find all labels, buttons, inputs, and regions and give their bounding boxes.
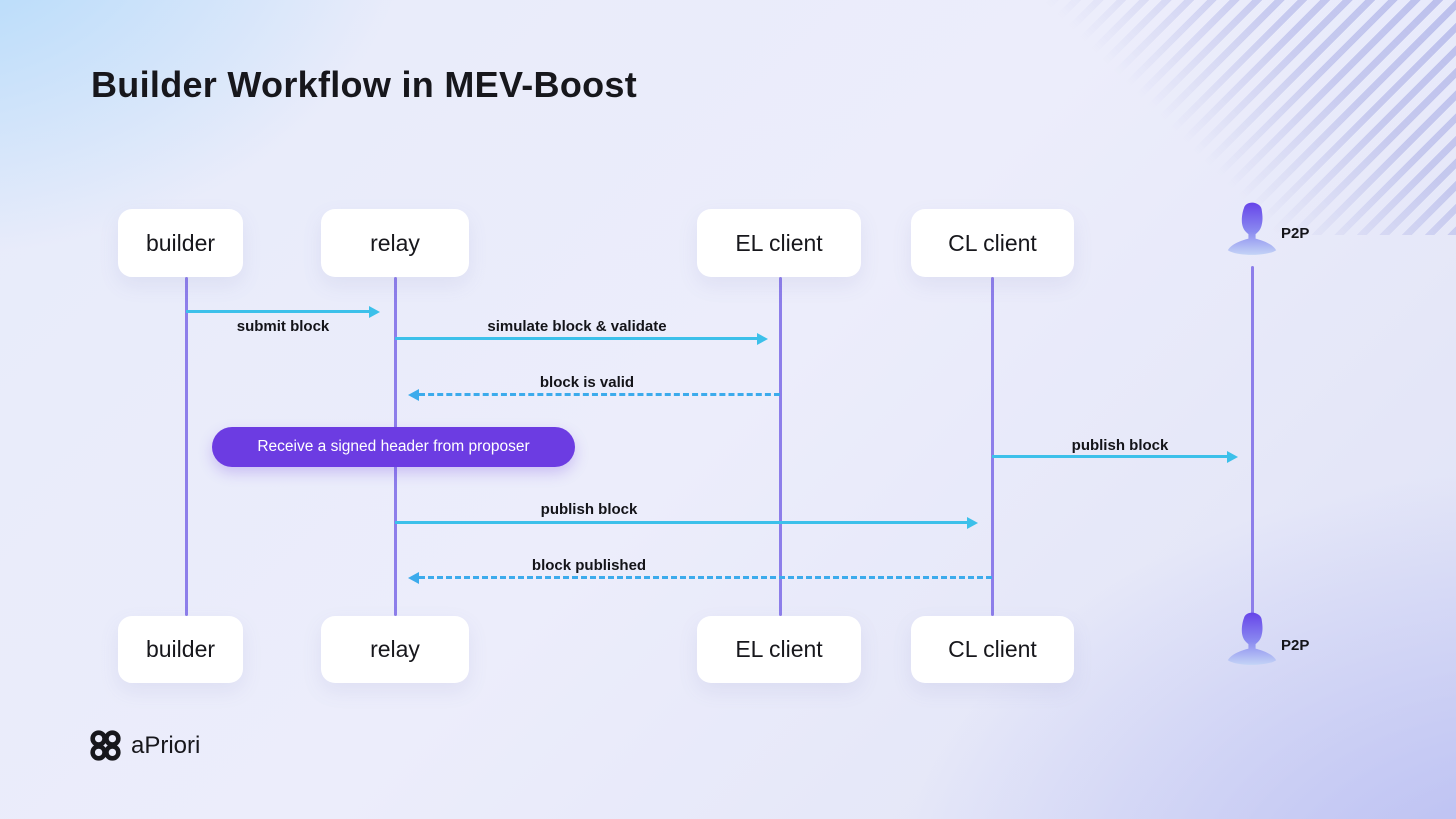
actor-box-cl-client-top: CL client — [911, 209, 1074, 277]
message-arrow-simulate-validate — [395, 333, 768, 345]
p2p-person-icon-bottom — [1227, 612, 1277, 665]
lifeline-builder — [185, 277, 188, 616]
actor-label-builder-top: builder — [145, 229, 216, 256]
actor-box-builder-top: builder — [118, 209, 243, 277]
message-label-simulate-validate: simulate block & validate — [487, 318, 667, 335]
actor-label-relay-bottom: relay — [370, 636, 420, 662]
p2p-label-bottom: P2P — [1281, 637, 1310, 654]
message-label-publish-block: publish block — [540, 501, 638, 518]
corner-stripes-decoration — [1026, 0, 1456, 235]
actor-label-el-client-top: EL client — [735, 229, 823, 256]
actor-label-builder-bottom: builder — [145, 636, 216, 662]
arrowhead-right-icon — [1227, 451, 1238, 463]
message-label-block-published: block published — [531, 557, 647, 574]
actor-box-cl-client-bottom: CL client — [911, 616, 1074, 683]
message-label-submit-block: submit block — [236, 318, 330, 335]
actor-label-el-client-bottom: EL client — [735, 636, 823, 662]
arrowhead-right-icon — [369, 306, 380, 318]
arrowhead-right-icon — [967, 517, 978, 529]
message-arrow-submit-block — [186, 306, 380, 318]
actor-box-el-client-top: EL client — [697, 209, 861, 277]
actor-box-relay-bottom: relay — [321, 616, 469, 683]
lifeline-p2p — [1251, 266, 1254, 616]
actor-label-cl-client-bottom: CL client — [948, 636, 1037, 662]
actor-box-relay-top: relay — [321, 209, 469, 277]
lifeline-cl-client — [991, 277, 994, 616]
message-label-publish-block-p2p: publish block — [1071, 437, 1169, 454]
clover-logo-icon — [90, 730, 121, 761]
lifeline-el-client — [779, 277, 782, 616]
p2p-label-top: P2P — [1281, 225, 1310, 242]
brand-footer: aPriori — [89, 729, 200, 762]
message-arrow-block-is-valid — [408, 389, 780, 401]
brand-name: aPriori — [131, 731, 201, 759]
message-arrow-block-published — [408, 572, 992, 584]
message-label-block-is-valid: block is valid — [539, 374, 635, 391]
message-arrow-publish-block-p2p — [992, 451, 1238, 463]
actor-box-builder-bottom: builder — [118, 616, 243, 683]
actor-box-el-client-bottom: EL client — [697, 616, 861, 683]
actor-label-relay-top: relay — [370, 229, 420, 256]
arrowhead-right-icon — [757, 333, 768, 345]
arrowhead-left-icon — [408, 389, 419, 401]
actor-label-cl-client-top: CL client — [948, 229, 1037, 256]
note-pill-signed-header: Receive a signed header from proposer — [212, 427, 575, 467]
message-arrow-publish-block — [395, 517, 978, 529]
page-title: Builder Workflow in MEV-Boost — [91, 64, 638, 105]
note-pill-label: Receive a signed header from proposer — [257, 438, 530, 455]
arrowhead-left-icon — [408, 572, 419, 584]
p2p-person-icon-top — [1227, 202, 1277, 255]
